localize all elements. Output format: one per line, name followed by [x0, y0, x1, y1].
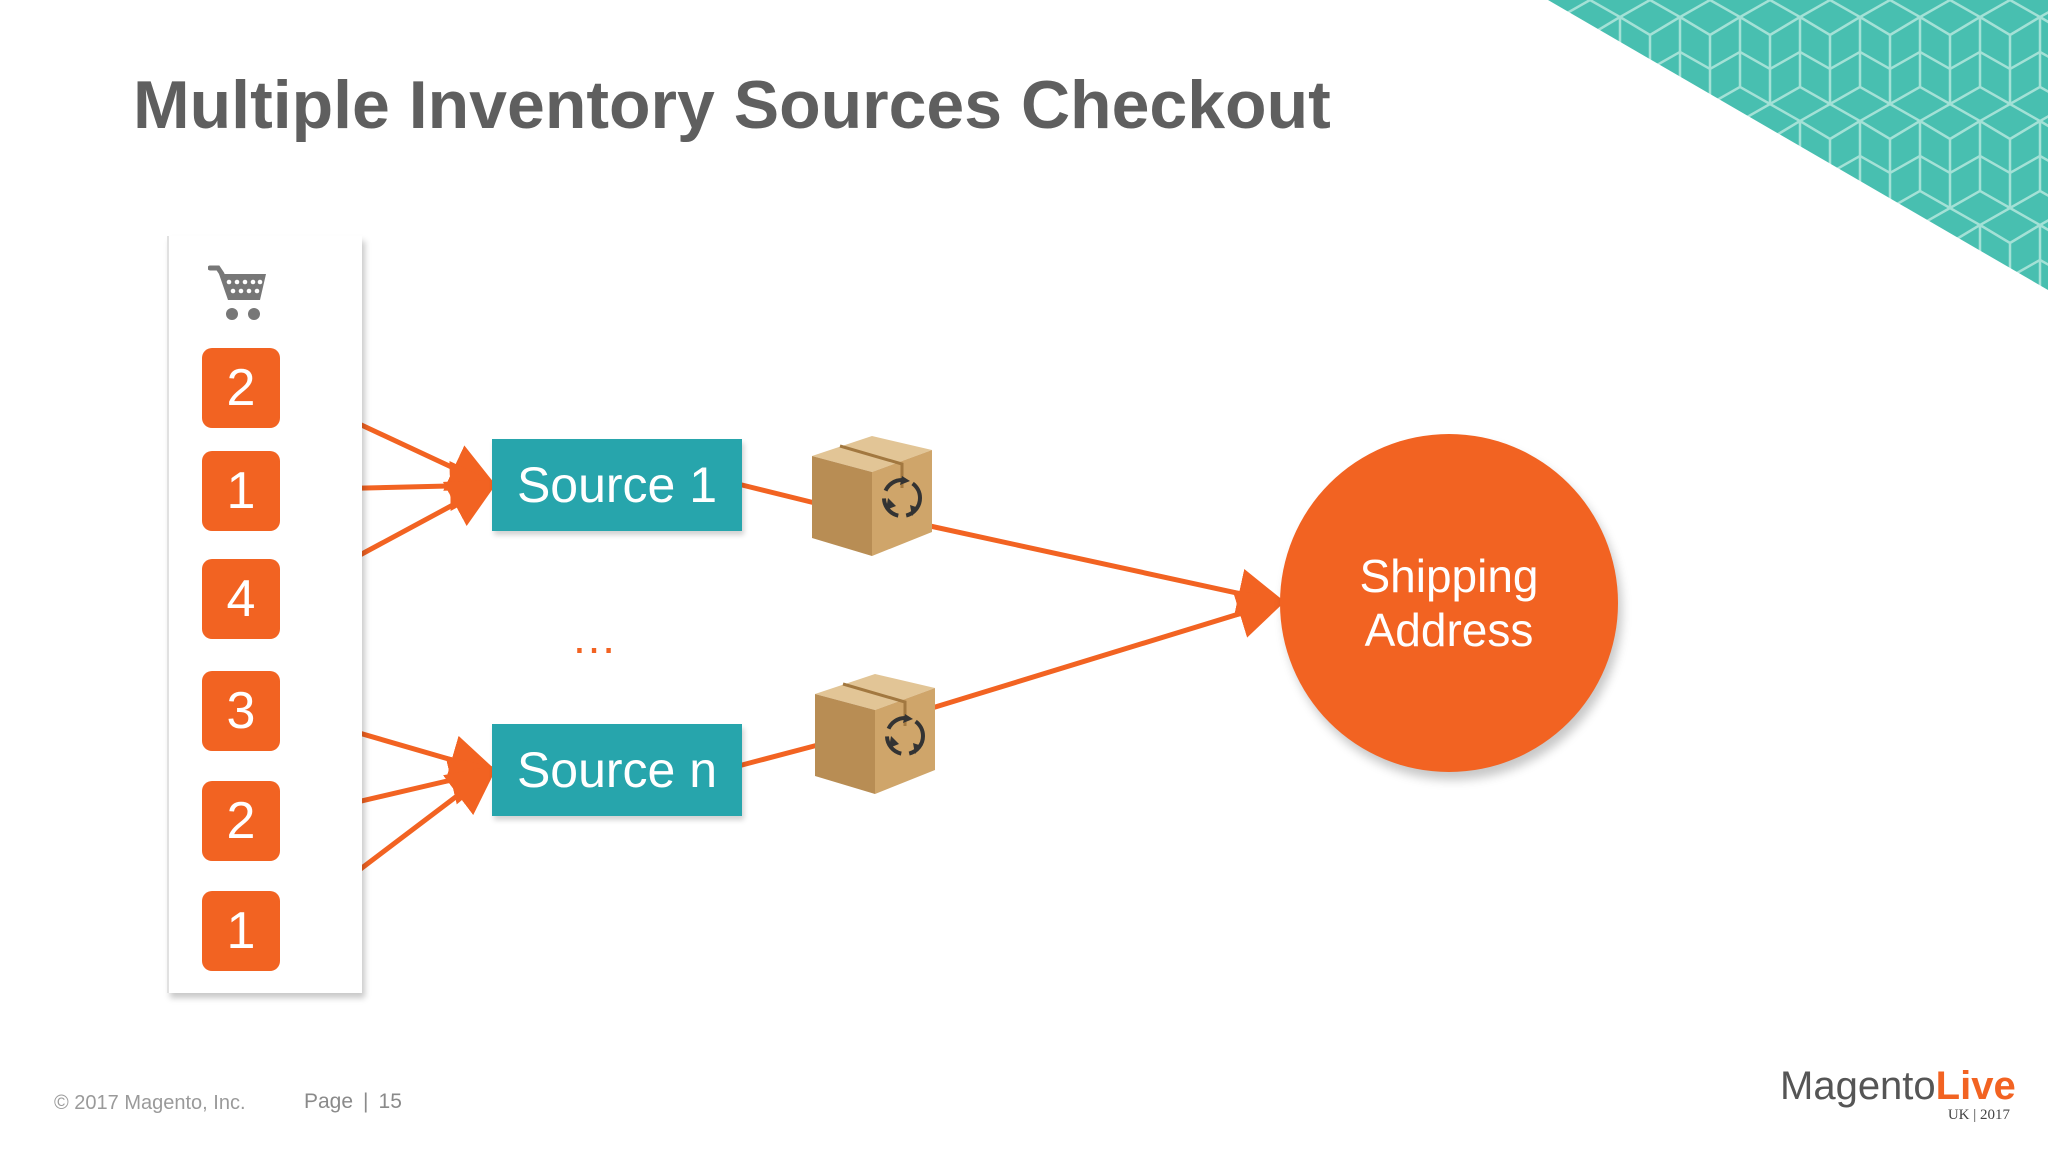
shipping-address-circle: Shipping Address — [1280, 434, 1618, 772]
link-sourcen-package — [739, 742, 821, 768]
recycle-box-icon — [812, 436, 932, 556]
cart-item-quantity: 1 — [202, 451, 280, 531]
shopping-cart-icon — [208, 265, 266, 320]
logo-text-live: Live — [1935, 1064, 2016, 1108]
arrow-packagen-shipping — [929, 589, 1288, 711]
shipping-label-line2: Address — [1364, 604, 1534, 656]
footer-copyright: © 2017 Magento, Inc. — [54, 1092, 246, 1114]
more-sources-ellipsis: … — [571, 611, 619, 663]
cube-pattern-decoration — [1548, 0, 2048, 290]
logo-text-magento: Magento — [1780, 1064, 1936, 1108]
magento-live-logo: MagentoLive UK | 2017 — [1780, 1064, 2016, 1124]
shipping-label-line1: Shipping — [1359, 550, 1539, 602]
source-1-box: Source 1 — [492, 439, 742, 531]
cart-item-quantity: 2 — [202, 781, 280, 861]
cart-item-quantity: 2 — [202, 348, 280, 428]
page-label: Page — [304, 1090, 354, 1113]
page-separator: | — [363, 1090, 369, 1113]
cart-item-quantity: 3 — [202, 671, 280, 751]
slide-title: Multiple Inventory Sources Checkout — [133, 67, 1331, 143]
logo-subtitle: UK | 2017 — [1947, 1107, 2010, 1123]
arrow-package1-shipping — [927, 523, 1288, 618]
link-source1-package — [739, 482, 818, 506]
footer-page-number: Page | 15 — [304, 1090, 402, 1114]
source-n-box: Source n — [492, 724, 742, 816]
cart-item-quantity: 1 — [202, 891, 280, 971]
page-number: 15 — [378, 1090, 402, 1113]
cart-item-quantity: 4 — [202, 559, 280, 639]
recycle-box-icon — [815, 674, 935, 794]
